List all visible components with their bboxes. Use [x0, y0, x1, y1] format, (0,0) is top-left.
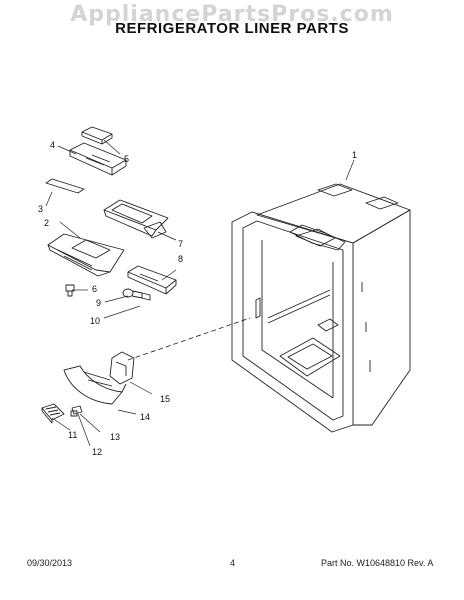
label-part-3 — [45, 178, 85, 194]
liner-part-1 — [231, 183, 411, 433]
callout-6: 6 — [92, 284, 97, 294]
callout-5: 5 — [124, 154, 129, 164]
callout-3: 3 — [38, 204, 43, 214]
page-title: REFRIGERATOR LINER PARTS — [115, 20, 349, 37]
light-cover-part-7 — [103, 199, 169, 239]
control-housing-part-4 — [69, 142, 127, 176]
pin-part-12 — [70, 410, 78, 417]
callout-11: 11 — [68, 430, 77, 440]
footer-date: 09/30/2013 — [27, 558, 73, 568]
slide-part-11 — [41, 403, 65, 424]
shelf-bracket-part-15 — [109, 351, 135, 385]
callout-12: 12 — [92, 447, 102, 457]
callout-13: 13 — [110, 432, 120, 442]
bracket-part-5 — [81, 126, 113, 145]
socket-bracket-part-8 — [127, 265, 177, 295]
callout-8: 8 — [178, 254, 183, 264]
bulb-part-9 — [122, 288, 151, 301]
callout-14: 14 — [140, 412, 150, 422]
knob-part-13 — [71, 405, 83, 415]
callout-1: 1 — [352, 150, 357, 160]
callout-10: 10 — [90, 316, 100, 326]
callout-2: 2 — [44, 218, 49, 228]
alignment-line — [127, 317, 251, 361]
footer-page-number: 4 — [230, 558, 236, 568]
footer-part-number: Part No. W10648810 Rev. A — [321, 558, 434, 568]
fastener-part-6 — [65, 284, 75, 297]
leader-lines — [45, 139, 355, 447]
callout-labels: 1 2 3 4 5 6 7 8 9 10 11 12 13 14 15 — [38, 140, 357, 457]
crisper-cover-part-14 — [63, 365, 127, 405]
callout-15: 15 — [160, 394, 170, 404]
callout-9: 9 — [96, 298, 101, 308]
light-housing-part-2 — [47, 233, 125, 277]
callout-4: 4 — [50, 140, 55, 150]
watermark: AppliancePartsPros.com — [70, 2, 394, 27]
callout-7: 7 — [178, 239, 183, 249]
